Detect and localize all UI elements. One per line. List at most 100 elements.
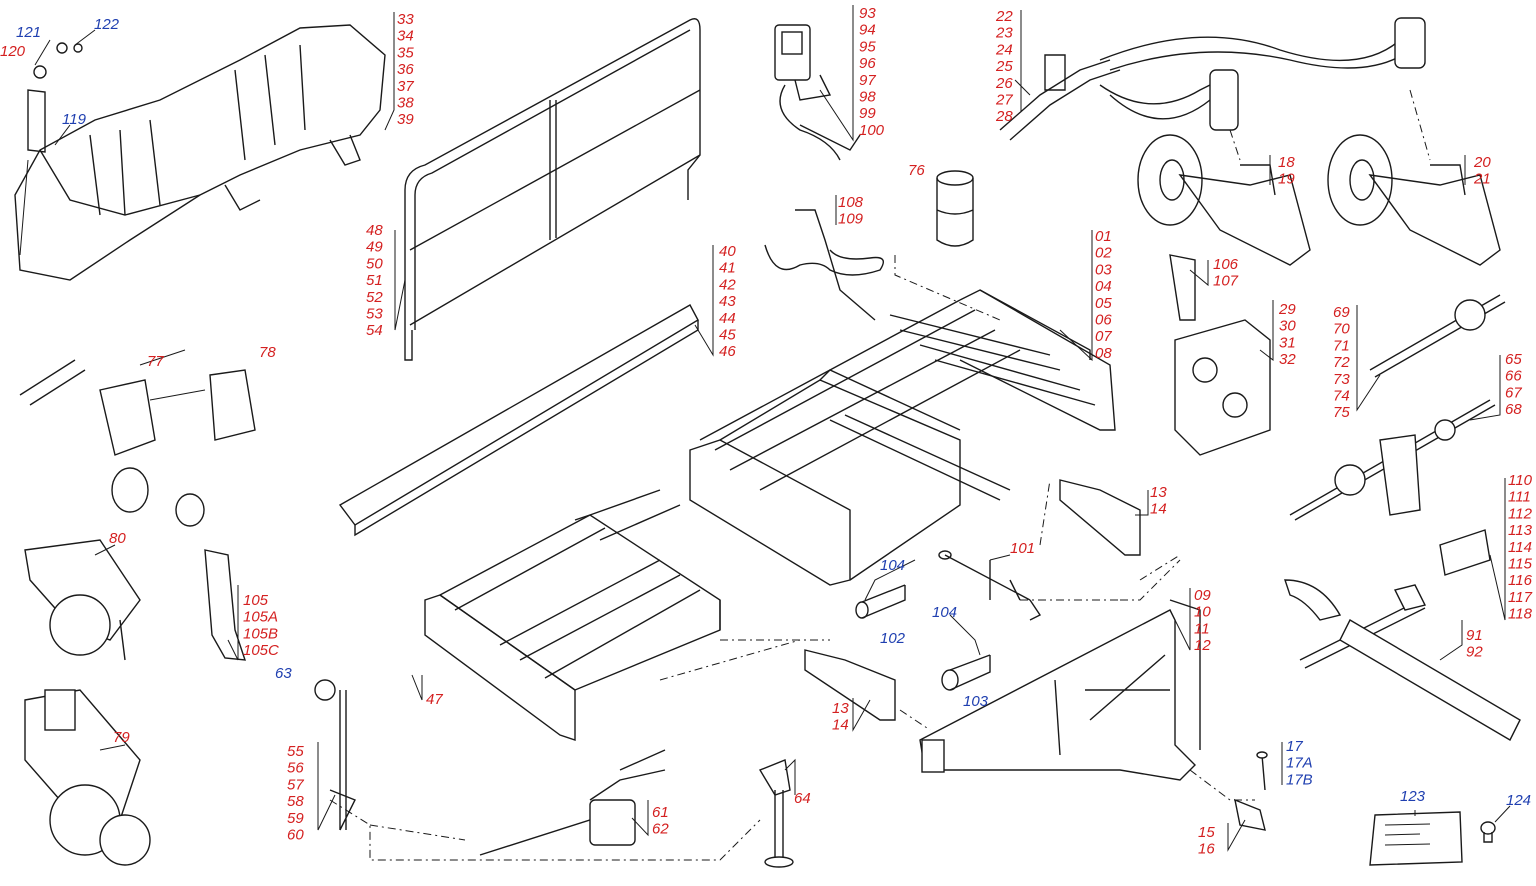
callout-103: 103 bbox=[963, 693, 989, 710]
callout-number: 113 bbox=[1508, 522, 1533, 539]
parking-jack-illustration bbox=[758, 759, 794, 868]
callout-number: 39 bbox=[397, 111, 414, 128]
callout-number: 105A bbox=[243, 609, 278, 626]
callout-number: 02 bbox=[1095, 245, 1112, 262]
shaft-65-illustration bbox=[1289, 399, 1496, 521]
callout-number: 35 bbox=[397, 44, 414, 61]
callout-64: 64 bbox=[794, 790, 811, 807]
callout-number: 95 bbox=[859, 38, 876, 55]
callout-number: 104 bbox=[880, 557, 905, 574]
callout-number: 103 bbox=[963, 693, 989, 710]
callout-number: 69 bbox=[1333, 304, 1350, 321]
callout-121: 121 bbox=[16, 24, 41, 41]
callout-number: 91 bbox=[1466, 627, 1483, 644]
bracket-13-upper-illustration bbox=[1059, 479, 1141, 556]
callout-number: 14 bbox=[832, 717, 849, 734]
callout-number: 45 bbox=[719, 327, 736, 344]
tube-part-76 bbox=[936, 170, 974, 247]
callout-number: 12 bbox=[1194, 637, 1211, 654]
callout-number: 75 bbox=[1333, 404, 1350, 421]
callout-number: 117 bbox=[1508, 589, 1533, 606]
callout-number: 53 bbox=[366, 306, 383, 323]
callout-number: 17 bbox=[1286, 738, 1303, 755]
decal-110-illustration bbox=[1439, 529, 1491, 576]
callout-number: 73 bbox=[1333, 371, 1350, 388]
callout-number: 29 bbox=[1278, 301, 1296, 318]
callout-number: 28 bbox=[995, 108, 1013, 125]
callout-number: 31 bbox=[1279, 334, 1296, 351]
callout-78: 78 bbox=[259, 344, 276, 361]
callout-number: 25 bbox=[995, 58, 1013, 75]
callout-number: 52 bbox=[366, 289, 383, 306]
pin-102-illustration bbox=[855, 584, 906, 619]
callout-104: 104 bbox=[880, 557, 905, 574]
callout-number: 79 bbox=[113, 729, 130, 746]
callout-63: 63 bbox=[275, 665, 292, 682]
callout-77: 77 bbox=[147, 353, 164, 370]
callout-number: 20 bbox=[1473, 154, 1491, 171]
pin-assembly-101-illustration bbox=[938, 550, 1042, 621]
callout-number: 105B bbox=[243, 625, 278, 642]
callout-number: 42 bbox=[719, 276, 736, 293]
callout-number: 22 bbox=[995, 8, 1013, 25]
callout-number: 64 bbox=[794, 790, 811, 807]
callout-number: 51 bbox=[366, 272, 383, 289]
callout-number: 19 bbox=[1278, 171, 1295, 188]
row-unit-80-illustration bbox=[24, 539, 141, 661]
shaft-69-illustration bbox=[1369, 294, 1506, 378]
pin-103-illustration bbox=[941, 654, 991, 691]
callout-number: 109 bbox=[838, 211, 864, 228]
callout-number: 07 bbox=[1095, 328, 1112, 345]
callout-number: 106 bbox=[1213, 256, 1239, 273]
callout-number: 108 bbox=[838, 194, 864, 211]
callout-number: 99 bbox=[859, 105, 876, 122]
callout-number: 58 bbox=[287, 793, 304, 810]
callout-number: 14 bbox=[1150, 501, 1167, 518]
callout-number: 78 bbox=[259, 344, 276, 361]
callout-number: 102 bbox=[880, 630, 906, 647]
callout-number: 114 bbox=[1508, 539, 1532, 556]
callout-number: 47 bbox=[426, 691, 443, 708]
callout-number: 96 bbox=[859, 55, 876, 72]
callout-number: 104 bbox=[932, 604, 957, 621]
callout-number: 124 bbox=[1506, 792, 1531, 809]
callout-number: 67 bbox=[1505, 384, 1522, 401]
callout-number: 55 bbox=[287, 743, 304, 760]
monitor-illustration bbox=[774, 24, 861, 161]
callout-number: 107 bbox=[1213, 273, 1239, 290]
callout-number: 44 bbox=[719, 310, 736, 327]
callout-number: 08 bbox=[1095, 345, 1112, 362]
callout-number: 37 bbox=[397, 78, 414, 95]
callout-number: 118 bbox=[1508, 606, 1533, 623]
callout-number: 105 bbox=[243, 592, 269, 609]
callout-number: 09 bbox=[1194, 587, 1211, 604]
assembly-lines bbox=[329, 89, 1431, 861]
callout-number: 101 bbox=[1010, 540, 1035, 557]
callout-number: 27 bbox=[995, 92, 1013, 109]
callout-number: 04 bbox=[1095, 278, 1112, 295]
pin-17-illustration bbox=[1256, 751, 1268, 791]
callout-number: 46 bbox=[719, 343, 736, 360]
rivet-124-illustration bbox=[1480, 821, 1496, 843]
step-plate-illustration bbox=[338, 304, 699, 537]
seed-hopper-illustration bbox=[14, 24, 386, 281]
callout-number: 111 bbox=[1508, 489, 1531, 506]
callout-number: 34 bbox=[397, 28, 414, 45]
callout-number: 112 bbox=[1508, 505, 1533, 522]
callout-number: 06 bbox=[1095, 312, 1112, 329]
bracket-13-lower-illustration bbox=[804, 649, 896, 721]
